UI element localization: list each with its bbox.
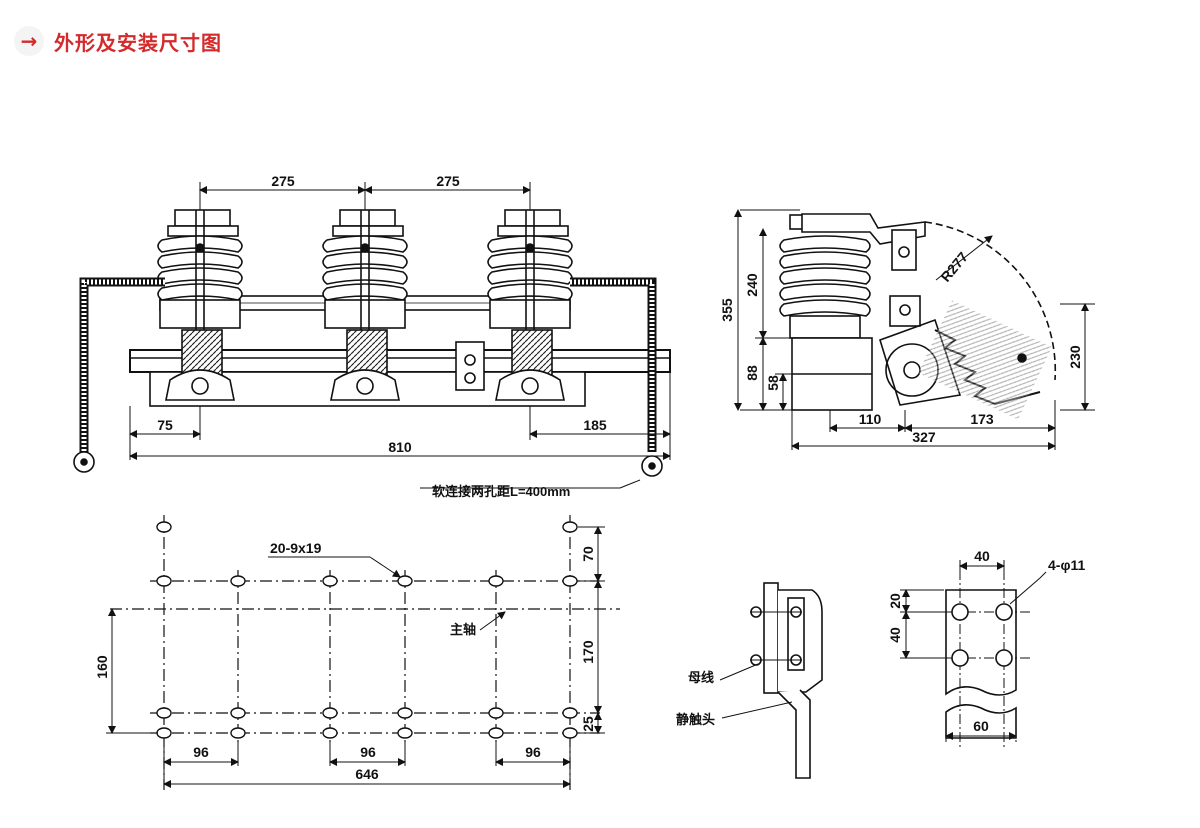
section-title: 外形及安装尺寸图 (54, 30, 222, 55)
dim-170: 170 (580, 640, 596, 664)
dim-70: 70 (580, 546, 596, 562)
insulator-middle (322, 209, 408, 401)
dim-pitch-1: 275 (271, 173, 295, 189)
arrow-right-icon: → (14, 26, 44, 56)
dim-total-width: 810 (388, 439, 412, 455)
terminal-detail (930, 570, 1030, 750)
section-header: → 外形及安装尺寸图 (14, 26, 222, 56)
contact-detail-leaders (719, 663, 793, 719)
dim-total-height: 355 (719, 298, 735, 322)
insulator-left (157, 209, 243, 401)
dim-terminal-60: 60 (973, 718, 989, 734)
side-view (779, 213, 1057, 420)
terminal-detail-dimensions (900, 560, 1047, 742)
contact-detail (750, 582, 823, 779)
dim-96-a: 96 (193, 744, 209, 760)
side-view-dimensions (734, 209, 1095, 450)
spring (918, 300, 1052, 420)
callout-main-shaft: 主轴 (450, 622, 476, 637)
dim-110: 110 (859, 411, 882, 427)
dim-swing-radius: R277 (937, 249, 971, 285)
dim-25: 25 (580, 716, 596, 732)
dim-160: 160 (94, 655, 110, 679)
dim-327: 327 (912, 429, 936, 445)
dim-right: 185 (583, 417, 607, 433)
dim-96-c: 96 (525, 744, 541, 760)
mounting-plan (110, 515, 620, 790)
front-view (73, 209, 671, 477)
dim-right-height: 230 (1067, 345, 1083, 369)
mounting-plan-dimensions (106, 526, 605, 790)
dim-terminal-20: 20 (887, 593, 903, 609)
label-busbar: 母线 (688, 670, 714, 685)
front-view-dimensions (129, 182, 671, 489)
callout-terminal-holes: 4-φ11 (1048, 557, 1085, 573)
dim-base-height: 88 (744, 365, 760, 381)
callout-mounting-holes: 20-9x19 (270, 540, 322, 556)
label-static-contact: 静触头 (676, 712, 715, 727)
dim-terminal-40-side: 40 (887, 627, 903, 643)
dim-base-inner: 58 (765, 375, 781, 391)
insulator-right (487, 209, 573, 401)
dim-left: 75 (157, 417, 173, 433)
dim-insulator-height: 240 (744, 273, 760, 297)
dim-173: 173 (970, 411, 994, 427)
dim-646: 646 (355, 766, 379, 782)
dim-96-b: 96 (360, 744, 376, 760)
dim-pitch-2: 275 (436, 173, 460, 189)
callout-flex-connection: 软连接两孔距L=400mm (432, 484, 570, 499)
dim-terminal-40-top: 40 (974, 548, 990, 564)
